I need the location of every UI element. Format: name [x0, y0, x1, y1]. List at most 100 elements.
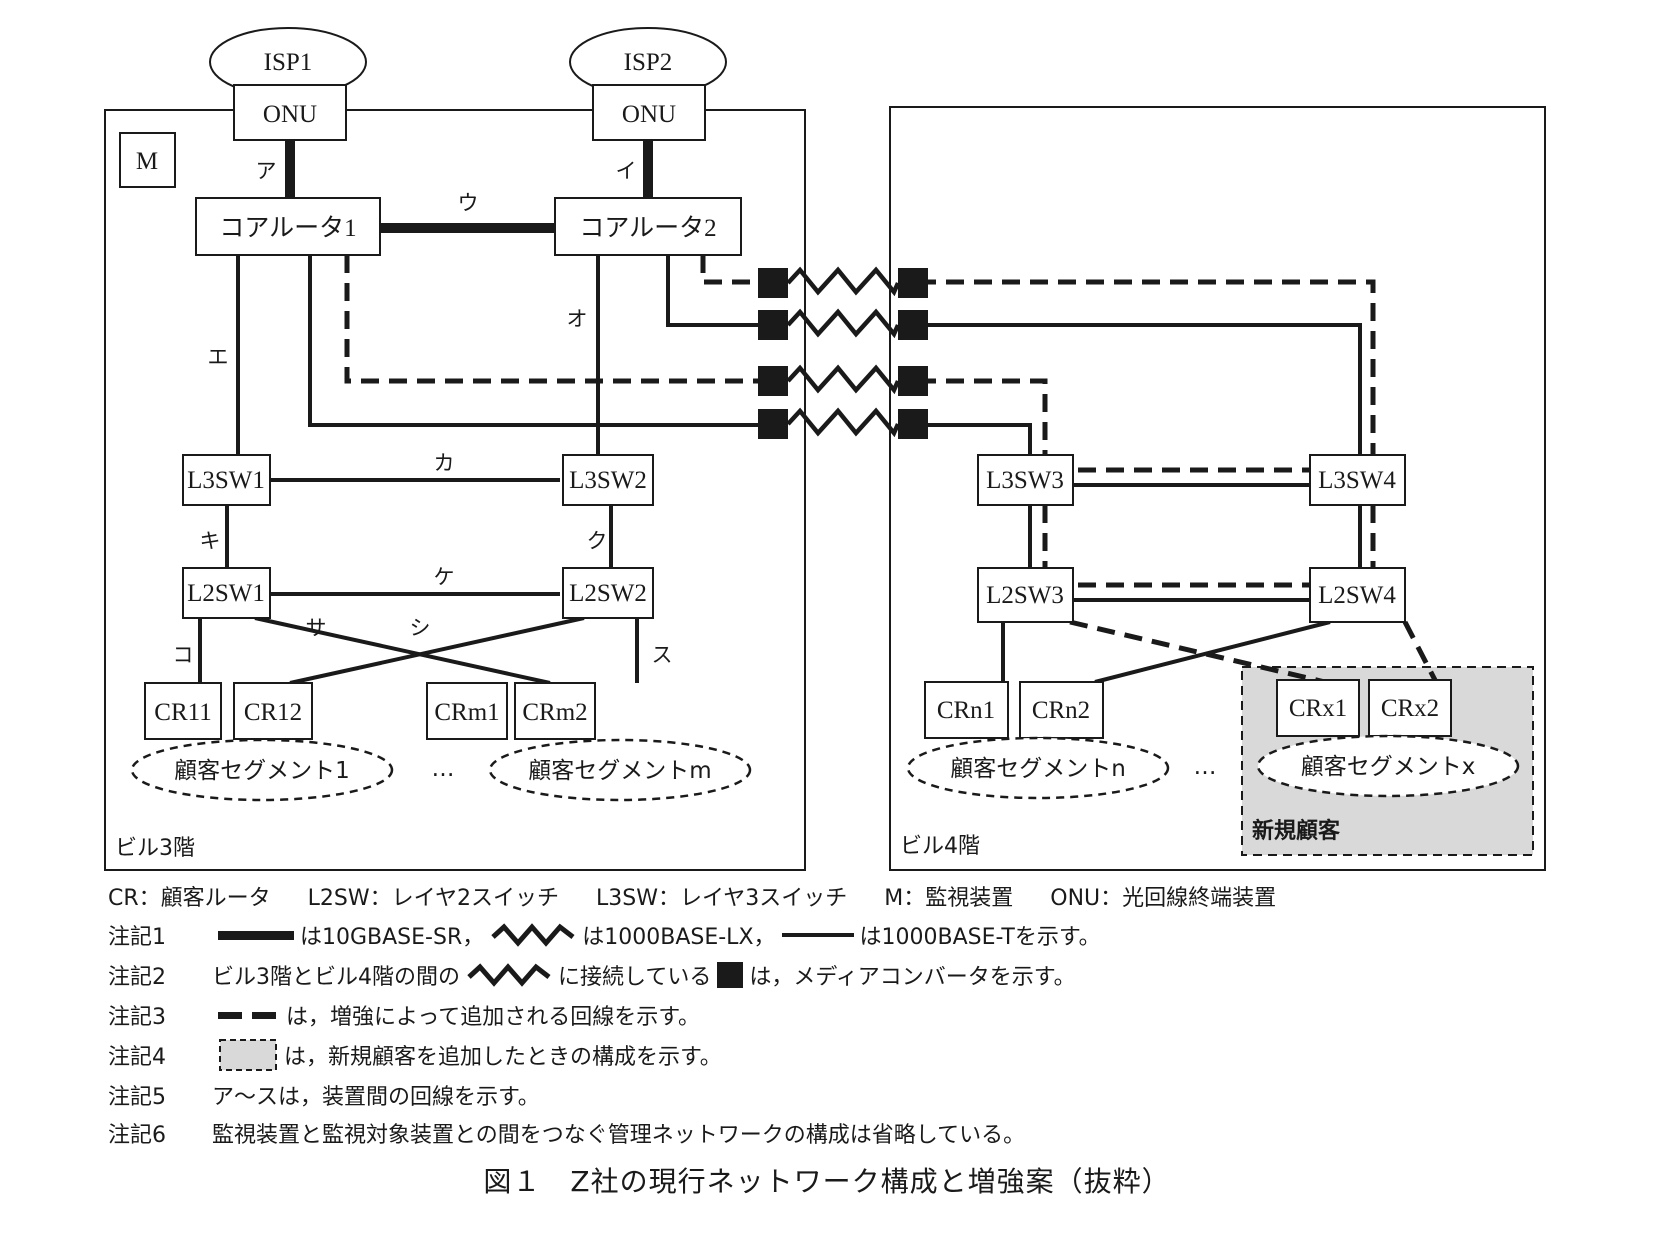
crm2-label: CRm2 — [522, 699, 587, 726]
note-number: 注記5 — [108, 1085, 166, 1110]
note-number: 注記1 — [108, 925, 166, 950]
zigzag-icon — [467, 963, 551, 987]
abbr-cr: CR：顧客ルータ — [108, 886, 271, 911]
line-label-e: エ — [208, 345, 229, 369]
line-label-o: オ — [567, 307, 588, 331]
link-core2-l3sw4-added — [700, 255, 768, 285]
line-label-su: ス — [652, 643, 673, 667]
link-core1-l3sw3-added-b — [918, 378, 1048, 457]
note-3: 注記3 は，増強によって追加される回線を示す。 — [108, 998, 700, 1032]
new-customer-label: 新規顧客 — [1252, 818, 1341, 844]
onu2-label: ONU — [622, 101, 676, 128]
line-label-a: ア — [256, 159, 277, 183]
cr11-label: CR11 — [154, 699, 211, 726]
note-text: は，増強によって追加される回線を示す。 — [286, 1005, 701, 1030]
link-l2sw3-crx1-added — [1069, 619, 1326, 685]
crx1-label: CRx1 — [1289, 695, 1347, 722]
abbr-onu: ONU：光回線終端装置 — [1050, 886, 1277, 911]
zigzag-links — [786, 266, 901, 438]
figure-caption: 図１ Z社の現行ネットワーク構成と増強案（抜粋） — [483, 1165, 1171, 1198]
l2sw3-label: L2SW3 — [986, 582, 1064, 609]
dashed-line-icon — [218, 1012, 276, 1019]
note-text: に接続している — [558, 965, 712, 990]
crx2-label: CRx2 — [1381, 695, 1439, 722]
note-text: は，メディアコンバータを示す。 — [749, 965, 1076, 990]
isp2-label: ISP2 — [624, 49, 673, 76]
abbreviation-legend: CR：顧客ルータ L2SW：レイヤ2スイッチ L3SW：レイヤ3スイッチ M：監… — [108, 880, 1306, 912]
note-number: 注記6 — [108, 1123, 166, 1148]
line-label-ke: ケ — [434, 565, 455, 589]
core-router2-box — [554, 197, 742, 256]
monitor-label: M — [136, 148, 158, 175]
cr11-box — [144, 682, 222, 740]
crm1-label: CRm1 — [434, 699, 499, 726]
segment1-label: 顧客セグメント1 — [174, 758, 350, 784]
line-label-ku: ク — [587, 529, 608, 553]
monitor-box — [119, 132, 176, 188]
note-text: は，新規顧客を追加したときの構成を示す。 — [284, 1045, 722, 1070]
zigzag-icon — [491, 923, 575, 947]
ellipsis-right: … — [1194, 754, 1217, 780]
crn1-label: CRn1 — [937, 697, 995, 724]
segment-n-label: 顧客セグメントn — [950, 756, 1126, 782]
note-text: 監視装置と監視対象装置との間をつなぐ管理ネットワークの構成は省略している。 — [212, 1123, 1026, 1148]
note-4: 注記4 は，新規顧客を追加したときの構成を示す。 — [108, 1038, 722, 1072]
l2sw1-label: L2SW1 — [187, 580, 265, 607]
media-converter-icon — [758, 409, 788, 439]
floor3-boundary — [104, 109, 806, 871]
core-router2-label: コアルータ2 — [579, 215, 716, 242]
line-label-ki: キ — [200, 529, 221, 553]
note-5: 注記5 ア～スは，装置間の回線を示す。 — [108, 1078, 540, 1112]
link-core2-l3sw4-b — [918, 323, 1362, 457]
l2sw3-box — [977, 567, 1074, 623]
line-label-ka: カ — [434, 451, 455, 475]
thick-line-icon — [218, 931, 294, 940]
link-core1-l3sw3 — [308, 255, 768, 427]
note-text: ア～スは，装置間の回線を示す。 — [212, 1085, 540, 1110]
l3sw3-box — [977, 454, 1074, 506]
media-converter-icon — [898, 310, 928, 340]
crx2-box — [1368, 679, 1452, 737]
l2sw2-box — [562, 567, 654, 619]
link-sa — [254, 616, 551, 685]
abbr-l2sw: L2SW：レイヤ2スイッチ — [307, 886, 559, 911]
floor3-label: ビル3階 — [115, 836, 195, 861]
l3sw4-label: L3SW4 — [1318, 467, 1396, 494]
link-core1-l3sw3-added — [344, 255, 768, 384]
crm1-box — [426, 682, 508, 740]
onu1-box — [233, 84, 347, 141]
link-shi — [289, 616, 585, 685]
media-converter-icon — [758, 366, 788, 396]
link-l2sw4-crn2 — [1094, 620, 1331, 684]
note-text: ビル3階とビル4階の間の — [212, 965, 460, 990]
media-converter-icon — [898, 409, 928, 439]
abbr-m: M：監視装置 — [884, 886, 1014, 911]
onu1-label: ONU — [263, 101, 317, 128]
abbr-l3sw: L3SW：レイヤ3スイッチ — [595, 886, 848, 911]
note-number: 注記3 — [108, 1005, 166, 1030]
segment-m-ellipse — [488, 738, 752, 802]
line-label-u: ウ — [458, 191, 479, 215]
network-diagram: ISP1 ISP2 — [104, 27, 1546, 871]
note-2: 注記2 ビル3階とビル4階の間の に接続している は，メディアコンバータを示す。 — [108, 958, 1076, 992]
thin-line-icon — [781, 933, 854, 937]
zigzag-1000base-lx — [786, 266, 901, 297]
note-number: 注記4 — [108, 1045, 166, 1070]
new-customer-area-icon — [219, 1039, 277, 1071]
link-core2-l3sw4-added-b — [918, 279, 1376, 457]
note-6: 注記6 監視装置と監視対象装置との間をつなぐ管理ネットワークの構成は省略している… — [108, 1116, 1025, 1150]
media-converters — [758, 268, 928, 439]
core-router1-box — [195, 197, 381, 256]
note-text: は1000BASE-Tを示す。 — [859, 925, 1101, 950]
l3sw2-label: L3SW2 — [569, 467, 647, 494]
note-text: は10GBASE-SR， — [300, 925, 485, 950]
cr12-label: CR12 — [244, 699, 302, 726]
segment-x-label: 顧客セグメントx — [1301, 754, 1476, 780]
note-1: 注記1 は10GBASE-SR， は1000BASE-LX， は1000BASE… — [108, 918, 1101, 952]
l2sw1-box — [182, 567, 271, 619]
note-text: は1000BASE-LX， — [582, 925, 776, 950]
media-converter-icon — [758, 310, 788, 340]
ellipsis-left: … — [432, 756, 455, 782]
media-converter-icon — [758, 268, 788, 298]
line-label-shi: シ — [410, 616, 431, 640]
